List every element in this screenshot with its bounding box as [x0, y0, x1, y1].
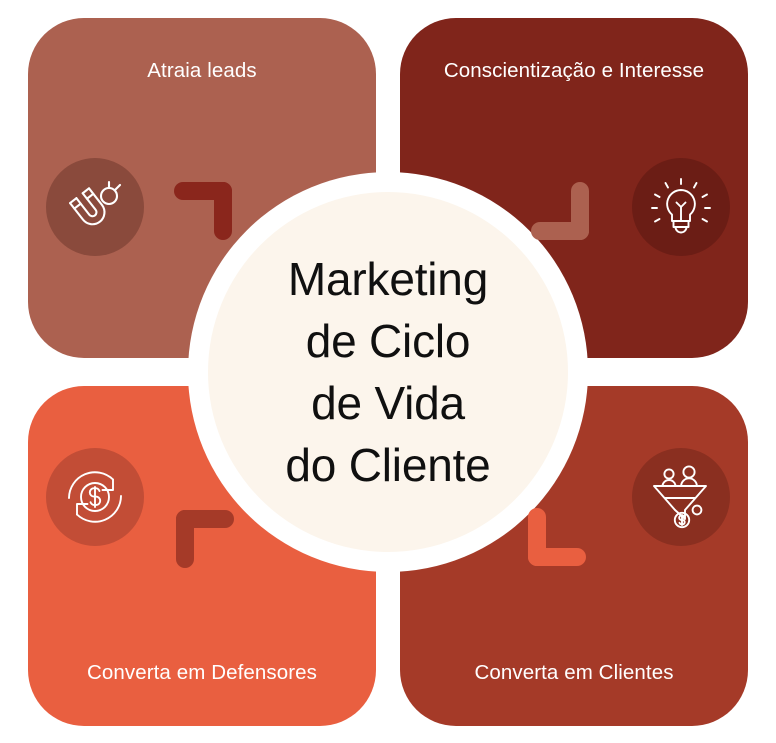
- quadrant-awareness-interest-label: Conscientização e Interesse: [443, 59, 705, 82]
- dollar-recycle-icon: [63, 465, 127, 529]
- magnet-icon-badge: [46, 158, 144, 256]
- flow-arrow-marker-top-left: [174, 182, 232, 240]
- magnet-icon: [65, 177, 125, 237]
- flow-arrow-marker-top-right: [531, 182, 589, 240]
- sales-funnel-icon-badge: [632, 448, 730, 546]
- lightbulb-icon-badge: [632, 158, 730, 256]
- flow-arrow-marker-bottom-right: [528, 508, 586, 566]
- dollar-recycle-icon-badge: [46, 448, 144, 546]
- flow-arrow-bar-vertical: [214, 182, 232, 240]
- quadrant-convert-customers-label: Converta em Clientes: [474, 661, 674, 684]
- sales-funnel-icon: [649, 465, 713, 529]
- flow-arrow-bar-horizontal: [528, 548, 586, 566]
- quadrant-convert-advocates-label: Converta em Defensores: [86, 661, 318, 684]
- quadrant-attract-leads-label: Atraia leads: [147, 59, 257, 82]
- flow-arrow-bar-horizontal: [531, 222, 589, 240]
- center-title: Marketing de Ciclo de Vida do Cliente: [285, 253, 491, 491]
- lightbulb-icon: [650, 176, 712, 238]
- flow-arrow-marker-bottom-left: [176, 510, 234, 568]
- center-circle: Marketing de Ciclo de Vida do Cliente: [208, 192, 568, 552]
- flow-arrow-bar-vertical: [176, 510, 194, 568]
